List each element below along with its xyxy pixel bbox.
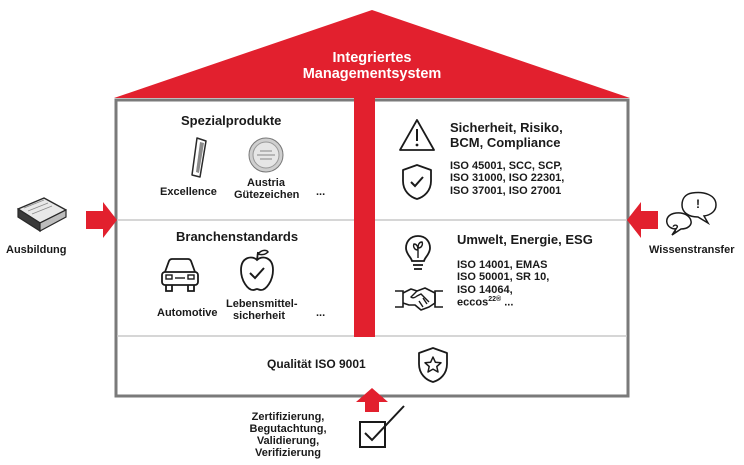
sicherheit-norms-line2: ISO 31000, ISO 22301, — [450, 172, 565, 185]
warning-triangle-icon — [399, 119, 435, 151]
bottom-line2: Begutachtung, — [249, 422, 327, 435]
roof-title-line2: Managementsystem — [302, 66, 442, 83]
umwelt-norms: ISO 14001, EMAS ISO 50001, SR 10, ISO 14… — [457, 259, 549, 309]
lebensmittel-line1: Lebensmittel- — [226, 298, 298, 310]
excellence-award-icon — [191, 137, 207, 178]
sicherheit-title: Sicherheit, Risiko, BCM, Compliance — [450, 120, 563, 150]
sicherheit-norms-line1: ISO 45001, SCC, SCP, — [450, 160, 563, 172]
handshake-icon — [395, 287, 443, 311]
sicherheit-title-line2: BCM, Compliance — [450, 134, 561, 150]
bottom-arrow — [356, 388, 388, 412]
branchenstandards-item-automotive: Automotive — [157, 307, 218, 319]
lightbulb-leaf-icon — [405, 235, 431, 270]
central-pillar — [354, 96, 375, 337]
car-icon — [161, 258, 199, 292]
roof-title-line1: Integriertes — [332, 50, 412, 66]
guetezeichen-line2: Gütezeichen — [234, 189, 300, 202]
guetezeichen-seal-icon — [248, 137, 284, 173]
roof-title: Integriertes Managementsystem — [0, 50, 744, 82]
sicherheit-norms-line3: ISO 37001, ISO 27001 — [450, 184, 562, 197]
spezialprodukte-more: ... — [316, 186, 326, 198]
foundation-title: Qualität ISO 9001 — [267, 357, 366, 371]
umwelt-norms-line1: ISO 14001, EMAS — [457, 259, 548, 271]
eccos-label: eccos — [457, 296, 489, 309]
lebensmittel-line2: sicherheit — [233, 310, 285, 323]
left-label: Ausbildung — [6, 244, 67, 256]
umwelt-norms-line3: ISO 14064, — [457, 283, 513, 296]
eccos-superscript: 22® — [488, 295, 502, 303]
branchenstandards-more: ... — [316, 307, 326, 319]
checkbox-tick-icon — [359, 405, 405, 448]
umwelt-more: ... — [501, 296, 514, 309]
shield-check-icon — [402, 164, 432, 200]
roof — [114, 10, 630, 98]
spezialprodukte-item-guetezeichen: Austria Gütezeichen — [234, 177, 300, 202]
sicherheit-norms: ISO 45001, SCC, SCP, ISO 31000, ISO 2230… — [450, 160, 564, 197]
bubble-question: ? — [672, 223, 679, 235]
left-arrow — [86, 202, 117, 238]
right-arrow — [627, 202, 658, 238]
speech-bubbles-icon — [666, 191, 717, 236]
bottom-line4: Verifizierung — [254, 446, 322, 459]
umwelt-title: Umwelt, Energie, ESG — [457, 232, 593, 247]
bottom-line3: Validierung, — [256, 434, 320, 447]
guetezeichen-line1: Austria — [247, 177, 285, 189]
shield-star-icon — [418, 347, 448, 383]
spezialprodukte-item-excellence: Excellence — [160, 186, 217, 198]
book-icon — [17, 197, 67, 233]
sicherheit-title-line1: Sicherheit, Risiko, — [450, 120, 563, 135]
bottom-label: Zertifizierung, Begutachtung, Validierun… — [218, 411, 358, 460]
branchenstandards-title: Branchenstandards — [176, 229, 299, 244]
umwelt-norms-line4: eccos22® ... — [457, 296, 549, 309]
right-label: Wissenstransfer — [649, 244, 735, 256]
spezialprodukte-title: Spezialprodukte — [181, 113, 282, 128]
apple-check-icon — [240, 249, 274, 291]
bottom-line1: Zertifizierung, — [251, 411, 325, 423]
umwelt-norms-line2: ISO 50001, SR 10, — [457, 271, 550, 284]
branchenstandards-item-lebensmittel: Lebensmittel- sicherheit — [226, 298, 298, 323]
bubble-exclamation: ! — [696, 197, 700, 211]
